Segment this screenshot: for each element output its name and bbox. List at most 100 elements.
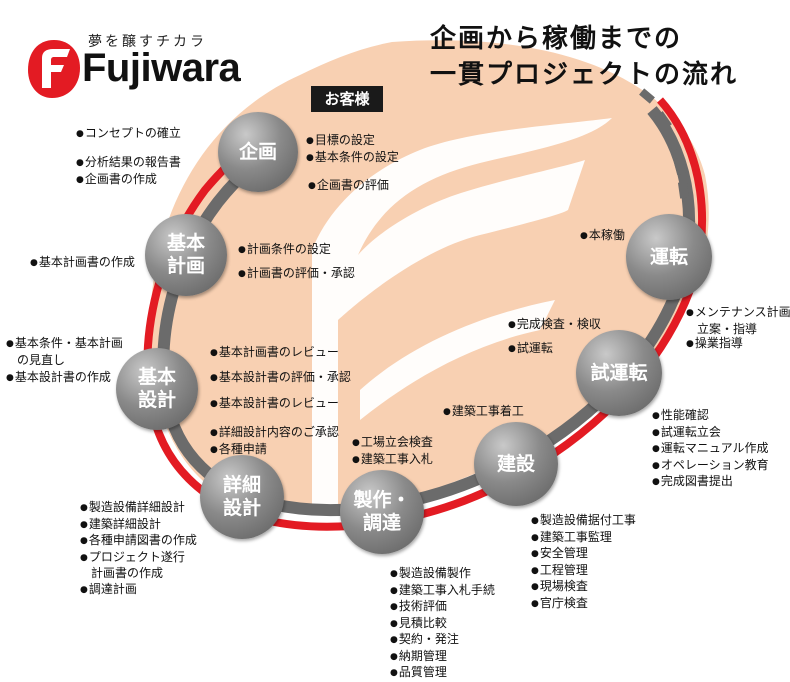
customer-items-kikaku: 目標の設定 基本条件の設定: [306, 133, 399, 166]
list-item: 基本設計書のレビュー: [210, 396, 339, 413]
work-items-shosai-sekkei-a: 製造設備詳細設計 建築詳細設計 各種申請図書の作成 プロジェクト遂行 計画書の作…: [80, 500, 197, 581]
ring-gap-marks: [639, 88, 690, 199]
work-items-seisaku: 製造設備製作 建築工事入札手続 技術評価 見積比較 契約・発注 納期管理 品質管…: [390, 566, 495, 682]
customer-items-kihon-sekkei-3: 基本設計書のレビュー: [210, 396, 339, 413]
list-item: 工程管理: [531, 563, 636, 580]
list-item: 各種申請: [210, 442, 339, 459]
list-item: 製造設備製作: [390, 566, 495, 583]
list-item: 建築工事入札手続: [390, 583, 495, 600]
brand-name: Fujiwara: [82, 46, 241, 90]
list-item: プロジェクト遂行: [80, 550, 197, 567]
stage-kikaku: 企画: [218, 112, 298, 192]
list-item: 各種申請図書の作成: [80, 533, 197, 550]
stage-seisaku-line1: 製作・: [353, 489, 411, 512]
stage-kihon-sekkei: 基本設計: [116, 348, 198, 430]
stage-kensetsu: 建設: [474, 422, 558, 506]
list-item: 基本設計書の作成: [6, 370, 111, 387]
list-item: 建築工事監理: [531, 530, 636, 547]
work-items-kensetsu: 製造設備据付工事 建築工事監理 安全管理 工程管理 現場検査 官庁検査: [531, 513, 636, 612]
customer-items-kikaku-eval: 企画書の評価: [308, 178, 389, 195]
list-item: 基本条件・基本計画: [6, 336, 123, 353]
list-item-continued: の見直し: [17, 352, 66, 367]
list-item: 試運転: [508, 341, 553, 358]
stage-kihon-keikaku: 基本計画: [145, 214, 227, 296]
list-item: 技術評価: [390, 599, 495, 616]
stage-shosai-sekkei-line2: 設計: [222, 497, 261, 519]
stage-shosai-sekkei: 詳細設計: [200, 455, 284, 539]
work-items-shiunten: 性能確認 試運転立会 運転マニュアル作成 オペレーション教育 完成図書提出: [652, 408, 769, 491]
list-item: 詳細設計内容のご承認: [210, 425, 339, 442]
stage-kihon-sekkei-line1: 基本: [137, 366, 176, 389]
list-item: 工場立会検査: [352, 435, 433, 452]
list-item: 基本計画書の作成: [30, 255, 135, 272]
list-item: コンセプトの確立: [76, 126, 181, 143]
stage-kihon-keikaku-line2: 計画: [166, 255, 205, 277]
list-item: メンテナンス計画: [686, 305, 790, 322]
customer-items-kihon-sekkei-2: 基本設計書の評価・承認: [210, 370, 351, 387]
stage-kihon-sekkei-line2: 設計: [137, 389, 176, 411]
customer-items-shosai-sekkei: 詳細設計内容のご承認 各種申請: [210, 425, 339, 458]
watermark-lower-band: [360, 300, 555, 420]
customer-items-kensetsu: 建築工事着工: [443, 404, 524, 421]
list-item: 計画書の評価・承認: [238, 266, 355, 283]
list-item: 調達計画: [80, 582, 137, 599]
list-item: 企画書の作成: [76, 172, 181, 189]
stage-unten-label: 運転: [649, 245, 688, 268]
customer-items-unten: 本稼働: [580, 228, 625, 245]
list-item: 完成検査・検収: [508, 317, 601, 334]
list-item: 基本設計書の評価・承認: [210, 370, 351, 387]
stage-seisaku-chotatsu: 製作・調達: [340, 470, 424, 554]
list-item-continued: 立案・指導: [697, 321, 758, 336]
work-items-kikaku-a: コンセプトの確立: [76, 126, 181, 143]
list-item: 品質管理: [390, 665, 495, 682]
customer-items-shiunten-1: 完成検査・検収: [508, 317, 601, 334]
list-item: 製造設備据付工事: [531, 513, 636, 530]
customer-label: お客様: [311, 86, 383, 112]
list-item: 基本条件の設定: [306, 150, 399, 167]
brand-tagline: 夢を醸すチカラ: [88, 34, 207, 50]
stage-kensetsu-label: 建設: [496, 452, 535, 475]
list-item: オペレーション教育: [652, 458, 769, 475]
customer-items-kihon-keikaku-eval: 計画書の評価・承認: [238, 266, 355, 283]
list-item: 計画条件の設定: [238, 242, 331, 259]
title-line-2: 一貫プロジェクトの流れ: [430, 60, 739, 90]
fujiwara-watermark-logo: [312, 118, 612, 505]
list-item: 本稼働: [580, 228, 625, 245]
list-item: 目標の設定: [306, 133, 399, 150]
list-item: 運転マニュアル作成: [652, 441, 769, 458]
title-line-1: 企画から稼働までの: [430, 24, 683, 54]
stage-seisaku-line2: 調達: [362, 512, 401, 534]
work-items-kikaku-b: 分析結果の報告書 企画書の作成: [76, 155, 181, 188]
list-item: 企画書の評価: [308, 178, 389, 195]
stage-shiunten: 試運転: [576, 330, 662, 416]
fujiwara-logo-icon: [26, 38, 82, 104]
list-item: 契約・発注: [390, 632, 495, 649]
list-item: 建築工事入札: [352, 452, 433, 469]
list-item: 官庁検査: [531, 596, 636, 613]
list-item: 分析結果の報告書: [76, 155, 181, 172]
customer-items-shiunten-2: 試運転: [508, 341, 553, 358]
list-item-continued: 計画書の作成: [91, 566, 164, 580]
stage-kikaku-label: 企画: [238, 140, 277, 163]
list-item: 製造設備詳細設計: [80, 500, 197, 517]
list-item: 性能確認: [652, 408, 769, 425]
customer-items-kihon-keikaku: 計画条件の設定: [238, 242, 331, 259]
customer-items-kihon-sekkei-1: 基本計画書のレビュー: [210, 345, 339, 362]
list-item: 建築詳細設計: [80, 517, 197, 534]
stage-shosai-sekkei-line1: 詳細: [222, 474, 261, 497]
work-items-shosai-sekkei-b: 調達計画: [80, 582, 137, 599]
work-items-unten: メンテナンス計画 立案・指導 操業指導: [686, 305, 790, 353]
customer-items-seisaku: 工場立会検査 建築工事入札: [352, 435, 433, 468]
list-item: 現場検査: [531, 579, 636, 596]
list-item: 基本計画書のレビュー: [210, 345, 339, 362]
list-item: 安全管理: [531, 546, 636, 563]
list-item: 完成図書提出: [652, 474, 769, 491]
list-item: 納期管理: [390, 649, 495, 666]
work-items-kihon-keikaku: 基本計画書の作成: [30, 255, 135, 272]
work-items-kihon-sekkei-a: 基本条件・基本計画 の見直し: [6, 336, 123, 367]
stage-kihon-keikaku-line1: 基本: [166, 232, 205, 255]
list-item: 試運転立会: [652, 425, 769, 442]
list-item: 建築工事着工: [443, 404, 524, 421]
work-items-kihon-sekkei-b: 基本設計書の作成: [6, 370, 111, 387]
stage-unten: 運転: [626, 214, 712, 300]
